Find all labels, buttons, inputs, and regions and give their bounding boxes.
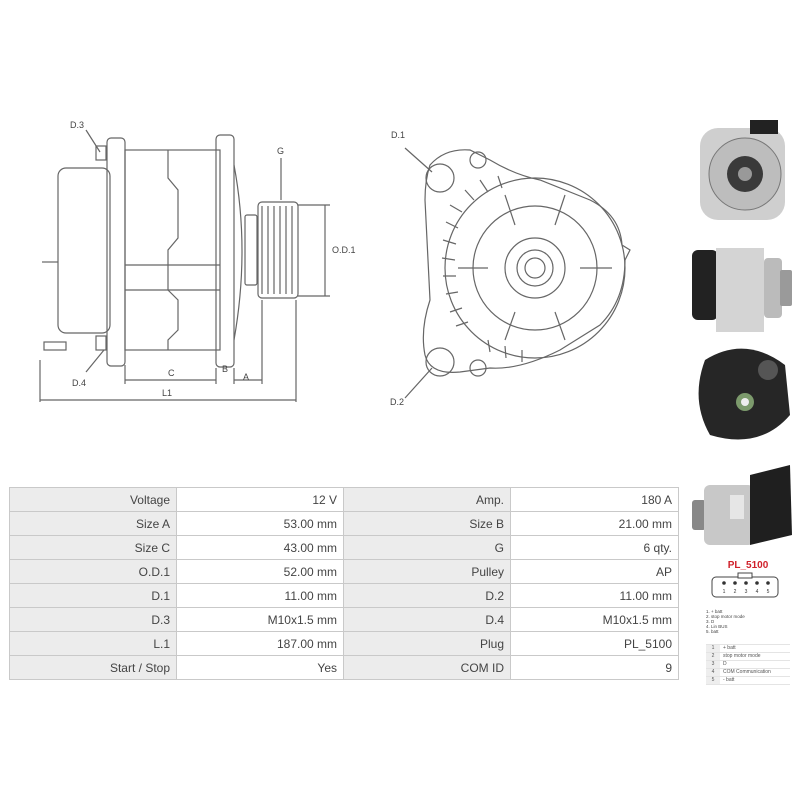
spec-value: 9	[510, 655, 679, 680]
spec-value: PL_5100	[510, 631, 679, 656]
spec-label: Size A	[9, 511, 177, 536]
plug-pin-number: 2	[734, 589, 737, 595]
plug-pin	[766, 581, 770, 585]
plug-pin-number: 5	[767, 589, 770, 595]
spec-label: COM ID	[343, 655, 511, 680]
plug-legend-row: 1+ batt	[706, 645, 790, 653]
spec-label: D.4	[343, 607, 511, 632]
spec-label: G	[343, 535, 511, 560]
label-a: A	[243, 372, 249, 382]
plug-pin	[722, 581, 726, 585]
spec-label: D.1	[9, 583, 177, 608]
plug-legend-text: + batt	[723, 645, 736, 651]
spec-label: D.2	[343, 583, 511, 608]
spec-value: 11.00 mm	[176, 583, 344, 608]
spec-label: L.1	[9, 631, 177, 656]
spec-label: Size B	[343, 511, 511, 536]
spec-value: 180 A	[510, 487, 679, 512]
plug-legend-number: 5	[706, 677, 720, 684]
plug-pin-list-item: 5. batt	[706, 629, 719, 634]
product-photo-front	[700, 120, 785, 220]
label-od1: O.D.1	[332, 245, 356, 255]
spec-label: Start / Stop	[9, 655, 177, 680]
spec-value: AP	[510, 559, 679, 584]
stator-body	[124, 149, 221, 351]
plug-pin-number: 4	[756, 589, 759, 595]
plug-legend-text: COM Communication	[723, 669, 771, 675]
plug-pin-number: 3	[745, 589, 748, 595]
label-d1: D.1	[391, 130, 405, 140]
label-d3: D.3	[70, 120, 84, 130]
plug-pin-list-item: 2. stop motor mode	[706, 614, 745, 619]
spec-label: Plug	[343, 631, 511, 656]
plug-pin-number: 1	[723, 589, 726, 595]
spec-label: Size C	[9, 535, 177, 560]
plug-pin-list-item: 1. + batt	[706, 609, 723, 614]
label-b: B	[222, 364, 228, 374]
rear-housing	[57, 167, 111, 334]
spec-value: 43.00 mm	[176, 535, 344, 560]
spec-value: 187.00 mm	[176, 631, 344, 656]
plug-legend-text: stop motor mode	[723, 653, 761, 659]
label-d4: D.4	[72, 378, 86, 388]
plug-legend-text: - batt	[723, 677, 735, 683]
spec-value: Yes	[176, 655, 344, 680]
spec-value: 12 V	[176, 487, 344, 512]
product-photo-rear	[698, 348, 790, 440]
label-l1: L1	[162, 388, 172, 398]
product-photo-angle	[692, 465, 792, 545]
spec-label: D.3	[9, 607, 177, 632]
front-view	[404, 147, 631, 399]
plug-legend-number: 3	[706, 661, 720, 668]
plug-title: PL_5100	[727, 560, 769, 571]
spec-value: M10x1.5 mm	[510, 607, 679, 632]
plug-legend-number: 1	[706, 645, 720, 652]
plug-pin	[733, 581, 737, 585]
spec-value: 21.00 mm	[510, 511, 679, 536]
pulley	[257, 201, 299, 299]
spec-label: Pulley	[343, 559, 511, 584]
plug-legend-number: 2	[706, 653, 720, 660]
plug-pin-list-item: 3. D	[706, 619, 715, 624]
spec-label: Amp.	[343, 487, 511, 512]
plug-legend-row: 5- batt	[706, 677, 790, 685]
plug-pin	[755, 581, 759, 585]
spec-value: 52.00 mm	[176, 559, 344, 584]
spec-value: 6 qty.	[510, 535, 679, 560]
plug-legend-number: 4	[706, 669, 720, 676]
plug-pin-list-item: 4. Lin BUS	[706, 624, 728, 629]
plug-pin	[744, 581, 748, 585]
plug-legend-text: D	[723, 661, 727, 667]
plug-connector-icon: 1 2 3 4 5	[711, 572, 779, 598]
spec-value: M10x1.5 mm	[176, 607, 344, 632]
label-g: G	[277, 146, 284, 156]
spec-value: 11.00 mm	[510, 583, 679, 608]
product-photo-side	[692, 248, 792, 332]
label-d2: D.2	[390, 397, 404, 407]
spec-label: O.D.1	[9, 559, 177, 584]
spec-label: Voltage	[9, 487, 177, 512]
label-c: C	[168, 368, 175, 378]
spec-value: 53.00 mm	[176, 511, 344, 536]
